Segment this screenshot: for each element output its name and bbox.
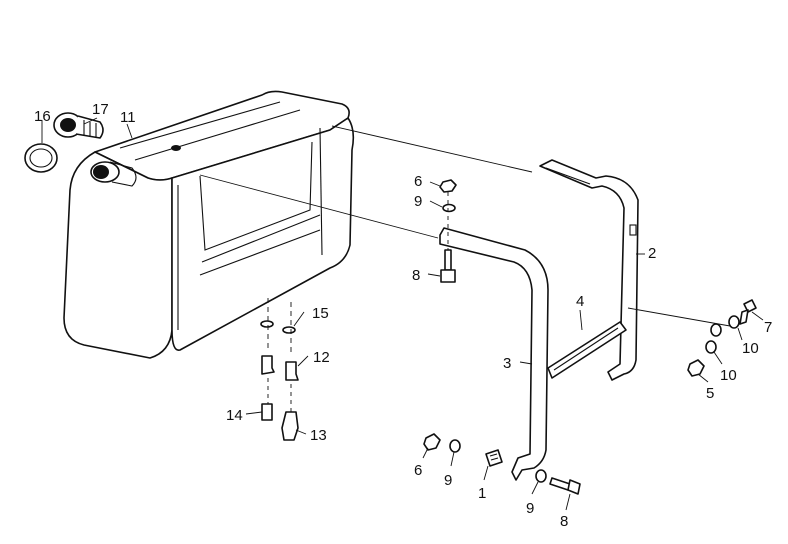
callout-9-top: 9 [414,193,422,210]
cross-bracket-4 [547,321,627,379]
washer-9-bottom-right [535,469,547,483]
strap-2 [539,159,639,381]
callout-1: 1 [478,485,486,502]
callout-9-bottom-right: 9 [526,500,534,517]
washer-10-lower [705,340,717,354]
callout-6-top: 6 [414,173,422,190]
callout-3: 3 [503,355,511,372]
callout-13: 13 [310,427,327,444]
callout-10-upper: 10 [742,340,759,357]
fitting-13 [281,411,299,441]
fuel-tank [63,90,355,359]
nut-6-bottom [423,433,441,451]
callout-7: 7 [764,319,772,336]
washer-9-top [442,203,456,213]
callout-17: 17 [92,101,109,118]
callout-9-bottom-left: 9 [444,472,452,489]
leader-lines [41,117,764,511]
filler-strainer [53,112,104,139]
clip-1 [485,449,503,467]
washer-10-upper [710,315,740,337]
callout-5: 5 [706,385,714,402]
callout-16: 16 [34,108,51,125]
callout-8-bottom: 8 [560,513,568,530]
callout-11: 11 [120,109,136,126]
fitting-12 [261,355,299,381]
callout-2: 2 [648,245,656,262]
bolt-8-top [440,249,456,283]
strap-3 [439,227,549,481]
callout-6-bottom: 6 [414,462,422,479]
callout-8-top: 8 [412,267,420,284]
callout-15: 15 [312,305,329,322]
bolt-7 [739,299,757,325]
seal-ring-15 [260,320,296,334]
nut-5 [687,359,705,377]
assembly-lines [199,125,731,412]
callout-4: 4 [576,293,584,310]
callout-12: 12 [313,349,330,366]
callout-14: 14 [226,407,243,424]
bolt-8-bottom [549,477,581,495]
callout-10-lower: 10 [720,367,737,384]
washer-9-bottom-left [449,439,461,453]
fitting-14 [261,403,273,421]
filler-cap [24,143,58,173]
callouts: 16 17 11 6 9 8 2 4 3 7 10 10 5 15 12 14 … [34,101,772,530]
nut-6-top [439,179,457,193]
